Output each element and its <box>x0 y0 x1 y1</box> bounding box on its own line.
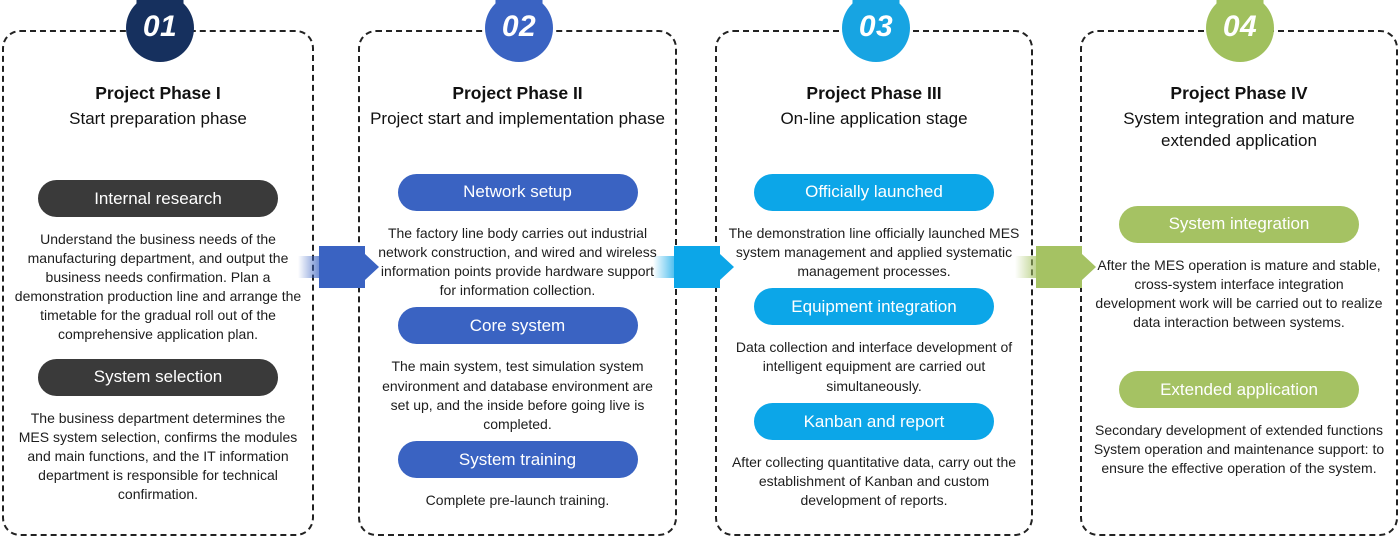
phase-header: Project Phase II Project start and imple… <box>370 82 665 166</box>
section-description: Data collection and interface developmen… <box>735 339 1013 394</box>
phase-title: Project Phase IV <box>1170 83 1308 103</box>
arrow-phase-2-to-3 <box>653 246 734 288</box>
phase-number: 03 <box>858 10 894 43</box>
arrow-body <box>319 246 365 288</box>
section-description: After the MES operation is mature and st… <box>1095 256 1383 330</box>
badge-stem <box>136 0 184 26</box>
arrow-head-icon <box>720 254 734 280</box>
phase-number: 02 <box>501 10 537 43</box>
phase-number: 04 <box>1222 10 1258 43</box>
arrow-head-icon <box>1082 254 1096 280</box>
section-description: The business department determines the M… <box>18 409 298 502</box>
arrow-body <box>1036 246 1082 288</box>
phase-3-number-badge: 03 <box>842 0 910 64</box>
phase-title: Project Phase III <box>806 83 942 103</box>
phase-1-number-badge: 01 <box>126 0 194 64</box>
phase-1-card: Project Phase I Start preparation phase … <box>2 30 314 536</box>
section-label-pill: System integration <box>1119 205 1359 243</box>
phase-title: Project Phase II <box>452 83 583 103</box>
badge-stem <box>852 0 900 26</box>
phase-4-card: Project Phase IV System integration and … <box>1080 30 1398 536</box>
section-label-pill: Network setup <box>397 173 638 211</box>
section-description: Complete pre-launch training. <box>425 492 610 509</box>
phase-4-number-badge: 04 <box>1206 0 1274 64</box>
phase-subtitle: System integration and mature extended a… <box>1123 108 1355 151</box>
phase-number: 01 <box>142 10 178 43</box>
phase-2-card: Project Phase II Project start and imple… <box>358 30 677 536</box>
section-label-pill: Equipment integration <box>754 288 994 326</box>
section-description: The main system, test simulation system … <box>382 358 653 432</box>
section-label-pill: Extended application <box>1119 371 1359 409</box>
phase-header: Project Phase III On-line application st… <box>727 82 1021 166</box>
phase-header: Project Phase IV System integration and … <box>1092 82 1386 166</box>
section-label-pill: Kanban and report <box>754 403 994 441</box>
section-description: After collecting quantitative data, carr… <box>731 454 1017 509</box>
section-description: Secondary development of extended functi… <box>1093 422 1385 477</box>
section-description: The factory line body carries out indust… <box>378 224 657 298</box>
phase-subtitle: Start preparation phase <box>69 108 247 128</box>
arrow-tail <box>298 256 319 278</box>
phase-subtitle: On-line application stage <box>780 108 968 128</box>
arrow-tail <box>653 256 674 278</box>
arrow-tail <box>1015 256 1036 278</box>
section-label-pill: System selection <box>38 358 278 396</box>
arrow-phase-1-to-2 <box>298 246 379 288</box>
arrow-body <box>674 246 720 288</box>
section-label-pill: System training <box>397 441 638 479</box>
section-description: The demonstration line officially launch… <box>728 224 1020 279</box>
section-label-pill: Core system <box>397 307 638 345</box>
phase-3-card: Project Phase III On-line application st… <box>715 30 1033 536</box>
badge-stem <box>1216 0 1264 26</box>
badge-stem <box>495 0 543 26</box>
phase-2-number-badge: 02 <box>485 0 553 64</box>
phase-title: Project Phase I <box>95 83 221 103</box>
section-label-pill: Internal research <box>38 180 278 218</box>
section-description: Understand the business needs of the man… <box>14 231 302 343</box>
phase-subtitle: Project start and implementation phase <box>370 108 665 128</box>
phase-header: Project Phase I Start preparation phase <box>14 82 302 166</box>
section-label-pill: Officially launched <box>754 173 994 211</box>
arrow-head-icon <box>365 254 379 280</box>
arrow-phase-3-to-4 <box>1015 246 1096 288</box>
